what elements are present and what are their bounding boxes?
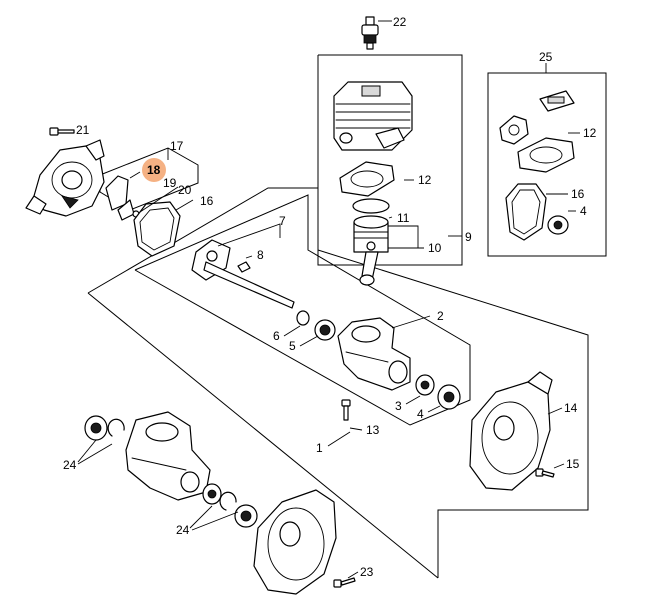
rewind-spring-plate[interactable] <box>105 175 129 211</box>
crankshaft-key[interactable] <box>237 261 251 273</box>
callout-1[interactable]: 1 <box>316 441 323 455</box>
callout-5[interactable]: 5 <box>289 339 296 353</box>
callout-22[interactable]: 22 <box>393 15 407 29</box>
lower-ball-bearing-left[interactable] <box>84 415 108 441</box>
callout-10[interactable]: 10 <box>428 241 442 255</box>
rewind-starter-cover[interactable] <box>25 139 105 217</box>
lower-circlip-right[interactable] <box>219 491 237 511</box>
rewind-screw[interactable] <box>49 127 75 136</box>
rewind-cover-gasket[interactable] <box>133 201 181 257</box>
group-outline-gasket-set <box>487 72 607 257</box>
lower-ball-bearing-right[interactable] <box>234 504 258 528</box>
callout-9[interactable]: 9 <box>465 230 472 244</box>
cover-screw[interactable] <box>535 468 555 478</box>
callout-2[interactable]: 2 <box>437 309 444 323</box>
crankcase-cover[interactable] <box>469 371 553 491</box>
callout-4-gasket-set[interactable]: 4 <box>580 204 587 218</box>
callout-3[interactable]: 3 <box>395 399 402 413</box>
cylinder-gasket-set[interactable] <box>517 137 575 173</box>
crankshaft[interactable] <box>191 239 295 309</box>
callout-4-seal[interactable]: 4 <box>417 407 424 421</box>
spark-plug[interactable] <box>361 16 379 50</box>
cylinder-base-gasket[interactable] <box>339 161 395 197</box>
crankcase-gasket-set[interactable] <box>505 183 547 241</box>
group-outline-crankcase-left <box>87 292 439 579</box>
callout-8[interactable]: 8 <box>257 248 264 262</box>
group-outline-cylinder <box>317 54 463 266</box>
callout-19[interactable]: 19 <box>163 176 177 190</box>
lower-crankcase[interactable] <box>125 411 211 501</box>
callout-16-rewind[interactable]: 16 <box>200 194 214 208</box>
callout-15[interactable]: 15 <box>566 457 580 471</box>
callout-12-gasket-set[interactable]: 12 <box>583 126 597 140</box>
lower-crankcase-cover[interactable] <box>253 489 337 595</box>
callout-18[interactable]: 18 <box>147 163 161 177</box>
callout-12-cylinder[interactable]: 12 <box>418 173 432 187</box>
callout-17[interactable]: 17 <box>170 139 184 153</box>
lower-cover-screw[interactable] <box>333 577 356 588</box>
callout-13[interactable]: 13 <box>366 423 380 437</box>
muffler-gasket[interactable] <box>539 90 575 112</box>
selected-part-highlight <box>142 158 166 182</box>
callout-16-gasket-set[interactable]: 16 <box>571 187 585 201</box>
callout-24-right[interactable]: 24 <box>176 523 190 537</box>
crankcase-half[interactable] <box>337 317 411 391</box>
piston-assembly[interactable] <box>353 215 389 286</box>
crankshaft-circlip[interactable] <box>296 310 310 326</box>
callout-24-left[interactable]: 24 <box>63 458 77 472</box>
callout-14[interactable]: 14 <box>564 401 578 415</box>
oil-seal[interactable] <box>415 374 435 396</box>
group-outline-crankshaft <box>134 194 471 426</box>
piston-ring[interactable] <box>352 198 390 214</box>
callout-20[interactable]: 20 <box>178 183 192 197</box>
callout-21[interactable]: 21 <box>76 123 90 137</box>
cylinder[interactable] <box>333 81 413 151</box>
group-outline-crankcase <box>87 187 589 578</box>
leader-lines <box>77 20 580 579</box>
callout-6[interactable]: 6 <box>273 329 280 343</box>
gasket-set-oil-seal[interactable] <box>547 215 569 235</box>
callout-7[interactable]: 7 <box>279 214 286 228</box>
lower-oil-seal[interactable] <box>202 483 222 505</box>
callout-11[interactable]: 11 <box>397 211 410 225</box>
crankcase-bolt[interactable] <box>341 399 351 421</box>
ball-bearing[interactable] <box>437 384 461 410</box>
callout-25[interactable]: 25 <box>539 50 553 64</box>
lower-circlip-left[interactable] <box>107 418 125 437</box>
crankshaft-ball-bearing[interactable] <box>314 319 336 341</box>
callout-23[interactable]: 23 <box>360 565 374 579</box>
intake-gasket[interactable] <box>499 115 529 145</box>
